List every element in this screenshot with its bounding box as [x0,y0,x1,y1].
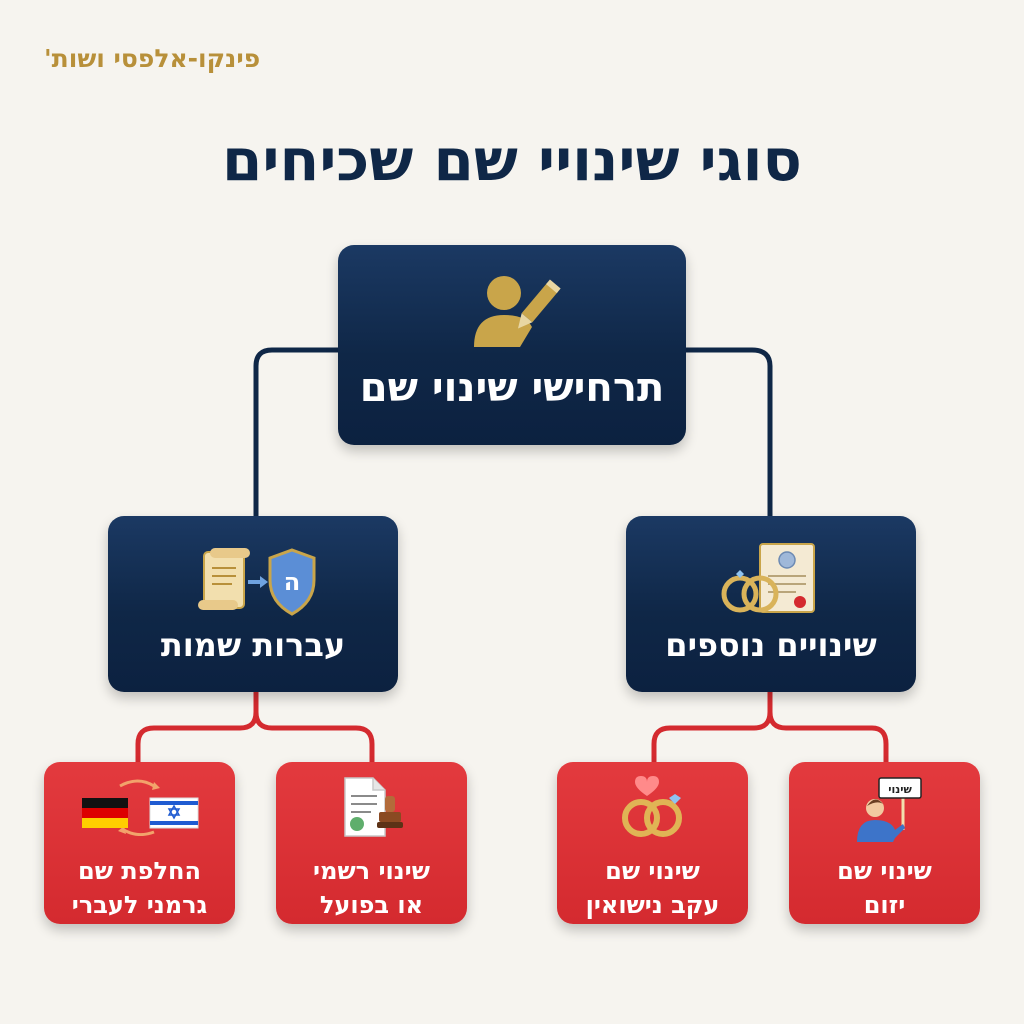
leaf-official-or-actual: שינוי רשמי או בפועל [276,762,467,924]
leaf-marriage-line2: עקב נישואין [585,891,720,919]
document-stamp-icon [276,774,467,840]
leaf-official-line2: או בפועל [319,891,424,919]
root-label: תרחישי שינוי שם [359,365,665,411]
connector-other-leaves [651,690,889,764]
wedding-rings-heart-icon [557,776,748,840]
connector-root-right [684,347,773,518]
branch-other-changes: שינויים נוספים [626,516,916,692]
brand-name: פינקו-אלפסי ושות' [44,44,261,73]
person-sign-icon: שינוי [789,776,980,842]
branch-hebraization-label: עברות שמות [160,626,346,664]
root-node: תרחישי שינוי שם [338,245,686,445]
branch-other-changes-label: שינויים נוספים [665,626,877,664]
leaf-initiated-label: שינוי שם יזום [789,854,980,922]
leaf-official-or-actual-label: שינוי רשמי או בפועל [276,854,467,922]
sign-text: שינוי [888,783,912,796]
rings-and-certificate-icon [626,540,916,620]
leaf-initiated-line1: שינוי שם [837,857,932,885]
page-title: סוגי שינויי שם שכיחים [222,126,802,194]
leaf-initiated-line2: יזום [863,891,906,919]
leaf-german-to-hebrew: החלפת שם גרמני לעברי [44,762,235,924]
connector-root-left [253,347,340,518]
connector-hebraization-leaves [135,690,375,764]
person-with-pen-icon [338,271,686,351]
leaf-initiated: שינוי שינוי שם יזום [789,762,980,924]
leaf-german-line1: החלפת שם [78,857,201,885]
flags-swap-icon [44,776,235,836]
branch-hebraization: ה עברות שמות [108,516,398,692]
scroll-to-shield-icon: ה [108,544,398,618]
leaf-official-line1: שינוי רשמי [313,857,430,885]
leaf-after-marriage-label: שינוי שם עקב נישואין [557,854,748,922]
leaf-marriage-line1: שינוי שם [605,857,700,885]
leaf-after-marriage: שינוי שם עקב נישואין [557,762,748,924]
leaf-german-line2: גרמני לעברי [71,891,208,919]
svg-text:ה: ה [284,568,301,596]
leaf-german-to-hebrew-label: החלפת שם גרמני לעברי [44,854,235,922]
